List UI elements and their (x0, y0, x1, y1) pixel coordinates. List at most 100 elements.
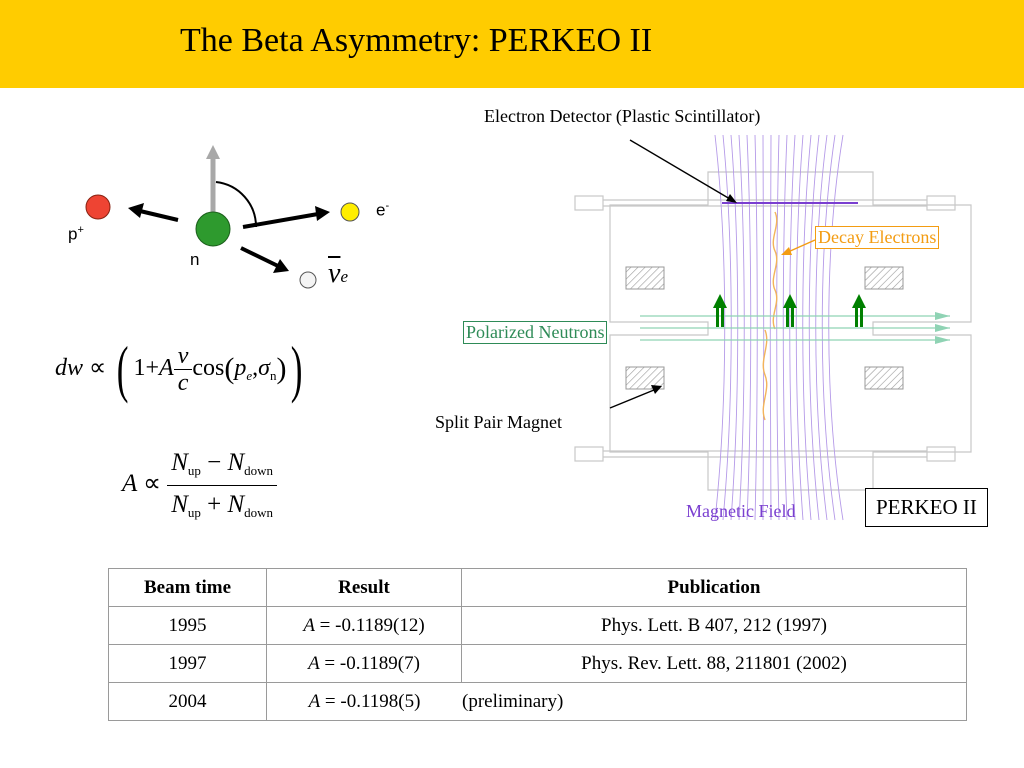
cell-result-preliminary: A = -0.1198(5)(preliminary) (266, 682, 967, 721)
polarized-neutrons-label: Polarized Neutrons (463, 321, 608, 344)
result-value: = -0.1189(12) (314, 614, 425, 636)
preliminary-note: (preliminary) (462, 690, 564, 712)
spin-arrows (713, 294, 866, 327)
electron-detector-label: Electron Detector (Plastic Scintillator) (484, 106, 761, 126)
f1-dw: dw (55, 355, 84, 381)
f1-p-sub: e (246, 368, 253, 383)
cell-publication: Phys. Lett. B 407, 212 (1997) (461, 606, 967, 645)
electron-arrowhead (315, 206, 330, 221)
f1-proportional: ∝ (89, 355, 107, 381)
electron-label: e- (376, 200, 389, 221)
f2-up1: up (187, 462, 201, 478)
electron-particle (340, 202, 360, 222)
f2-numerator: Nup − Ndown (167, 444, 277, 485)
decay-diagram (85, 145, 360, 289)
f2-down2: down (244, 504, 274, 520)
f1-close-paren: ) (291, 333, 304, 405)
decay-electrons-label: Decay Electrons (815, 226, 940, 249)
coil-lower-right (864, 366, 904, 390)
neutron-label: n (190, 250, 200, 269)
field-lines (714, 134, 844, 521)
table-row: 1997 A = -0.1189(7) Phys. Rev. Lett. 88,… (108, 644, 967, 683)
magnetic-field-label: Magnetic Field (686, 501, 796, 521)
f1-open-bracket: ( (224, 352, 235, 386)
f1-comma: , (252, 355, 259, 381)
f2-n4: N (227, 490, 245, 518)
f2-A: A (122, 470, 137, 497)
result-variable: A (308, 690, 321, 712)
f1-one: 1 (133, 355, 146, 381)
decay-electron-track-lower (762, 329, 768, 421)
antineutrino-particle (299, 271, 317, 289)
magnet-pointer-head (651, 385, 662, 394)
f1-sigma: σ (258, 355, 270, 381)
f1-p: p (234, 355, 247, 381)
electron-arrow (242, 212, 319, 229)
antineutrino-symbol: ν (328, 258, 341, 289)
proton-arrowhead (128, 203, 144, 218)
coil-upper-left (625, 266, 665, 290)
f2-minus: − (207, 448, 222, 476)
perkeo-label: PERKEO II (865, 488, 988, 527)
f2-down1: down (244, 462, 274, 478)
cell-publication: Phys. Rev. Lett. 88, 211801 (2002) (461, 644, 967, 683)
decay-pointer-head (781, 247, 792, 255)
f2-plus: + (207, 490, 222, 518)
split-pair-magnet-label: Split Pair Magnet (435, 412, 562, 432)
header-result: Result (266, 568, 462, 607)
slide-title: The Beta Asymmetry: PERKEO II (180, 22, 653, 59)
asymmetry-formula: A ∝ Nup − Ndown Nup + Ndown (122, 440, 278, 528)
f2-denominator: Nup + Ndown (167, 484, 278, 527)
antineutrino-label: νe (328, 258, 348, 290)
title-bar: The Beta Asymmetry: PERKEO II (0, 0, 1024, 88)
header-publication: Publication (461, 568, 967, 607)
electron-charge: - (385, 200, 390, 212)
f2-n2: N (227, 448, 245, 476)
results-table: Beam time Result Publication 1995 A = -0… (108, 568, 967, 721)
cell-result: A = -0.1189(12) (266, 606, 462, 645)
table-header-row: Beam time Result Publication (108, 568, 967, 607)
detector-pointer-head (726, 194, 737, 203)
f1-v: v (177, 342, 189, 369)
proton-label: p+ (68, 224, 84, 245)
decay-pointer (787, 239, 816, 253)
result-value: = -0.1198(5) (320, 690, 421, 712)
electron-symbol: e (376, 200, 386, 220)
f1-sigma-sub: n (269, 368, 277, 383)
f1-A: A (159, 355, 174, 381)
proton-arrow (139, 209, 179, 222)
detector-pointer (629, 139, 731, 200)
f2-n1: N (171, 448, 188, 476)
neutron-particle (195, 211, 231, 247)
proton-particle (85, 194, 111, 220)
f2-proportional: ∝ (143, 470, 161, 497)
table-row: 2004 A = -0.1198(5)(preliminary) (108, 682, 967, 721)
perkeo-schematic (574, 134, 972, 521)
preliminary-result: A = -0.1198(5) (267, 691, 462, 713)
f2-n3: N (171, 490, 188, 518)
magnet-pointer (609, 389, 655, 409)
neutrino-arrow (240, 246, 279, 268)
f1-plus: + (145, 355, 160, 381)
coil-lower-left (625, 366, 665, 390)
result-variable: A (308, 652, 320, 674)
spin-arrow-head (206, 145, 220, 159)
neutron-beam-heads (935, 312, 950, 344)
neutrino-arrowhead (273, 259, 289, 273)
f1-close-bracket: ) (276, 352, 287, 386)
result-value: = -0.1189(7) (319, 652, 420, 674)
result-variable: A (303, 614, 315, 636)
neutron-beam (640, 315, 950, 341)
proton-charge: + (77, 224, 84, 236)
cell-beam-time: 1995 (108, 606, 267, 645)
angle-arc (215, 181, 258, 228)
f2-up2: up (187, 504, 201, 520)
cell-beam-time: 1997 (108, 644, 267, 683)
f1-c: c (173, 368, 193, 396)
cell-result: A = -0.1189(7) (266, 644, 462, 683)
coil-upper-right (864, 266, 904, 290)
f1-open-paren: ( (116, 333, 129, 405)
antineutrino-subscript: e (340, 267, 348, 286)
